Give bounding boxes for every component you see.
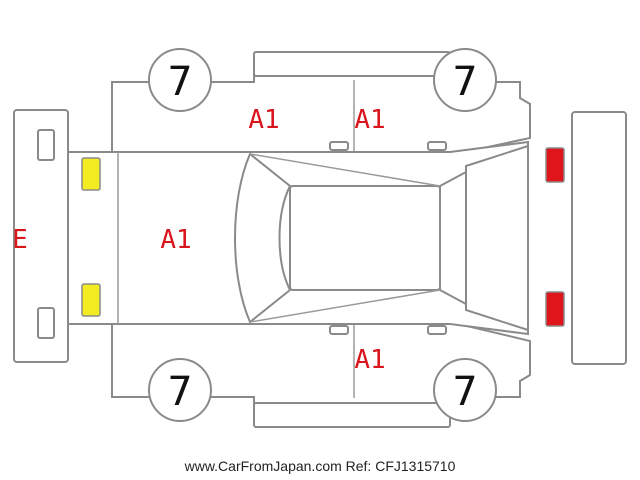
rear-right-tire-label: 7: [452, 369, 477, 415]
rear-bumper: [571, 111, 627, 365]
front-left-light: [81, 157, 101, 191]
car-body-top-view: [67, 140, 529, 336]
front-right-tire-label: 7: [167, 369, 192, 415]
front-left-tire-label: 7: [167, 59, 192, 105]
source-footer: www.CarFromJapan.com Ref: CFJ1315710: [184, 458, 456, 474]
hood-damage-code: A1: [160, 225, 191, 255]
right-side-panel: [111, 321, 531, 428]
rear-left-light: [545, 147, 565, 183]
front-left-door-damage-code: A1: [248, 105, 279, 135]
front-left-tire: 7: [148, 48, 212, 112]
rear-left-door-damage-code: A1: [354, 105, 385, 135]
rear-left-tire: 7: [433, 48, 497, 112]
rear-left-tire-label: 7: [452, 59, 477, 105]
rear-right-light: [545, 291, 565, 327]
rear-right-door-damage-code: A1: [354, 345, 385, 375]
front-right-light: [81, 283, 101, 317]
front-right-tire: 7: [148, 358, 212, 422]
rear-right-tire: 7: [433, 358, 497, 422]
front-bumper-damage-code: E: [12, 225, 28, 255]
